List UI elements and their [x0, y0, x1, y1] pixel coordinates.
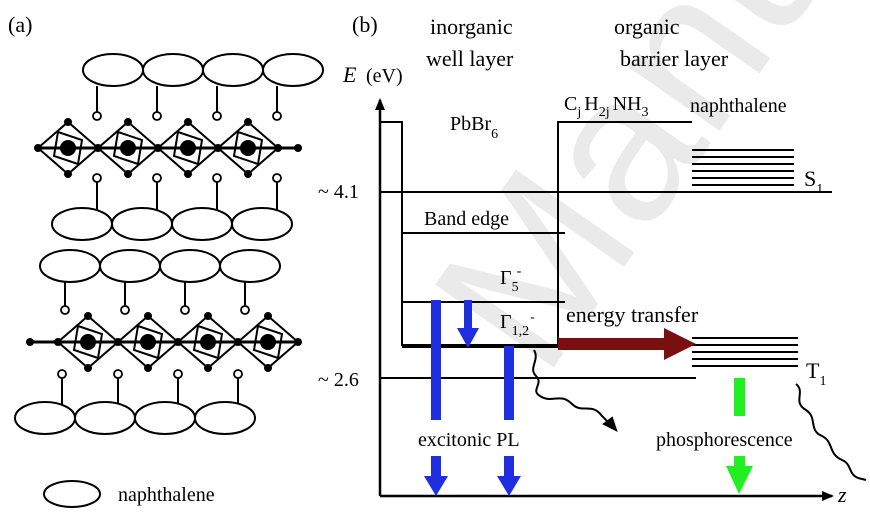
naphthalene-legend-ellipse — [43, 480, 101, 508]
naphthalene-row-bottom — [14, 369, 256, 435]
header-inorganic-line2: well layer — [426, 46, 514, 71]
barrier-top-line — [557, 121, 692, 346]
energy-transfer-arrow — [558, 328, 696, 360]
panel-a-label: (a) — [8, 12, 32, 37]
gamma5-label: Γ5- — [500, 264, 522, 295]
header-inorganic-line1: inorganic — [430, 14, 513, 39]
tick-2-6: ~ 2.6 — [318, 369, 359, 391]
phosphorescence-arrow — [726, 378, 753, 494]
pl-arrow-2-lower — [504, 456, 514, 478]
energy-axis-symbol: E — [342, 62, 357, 87]
t1-label: T1 — [806, 358, 826, 389]
naphthalene-level-label: naphthalene — [690, 95, 787, 117]
nonradiative-decay-wavy-right — [795, 383, 867, 481]
pbbr6-label: PbBr6 — [450, 113, 498, 142]
nonradiative-decay-wavy-left — [532, 349, 618, 432]
header-organic-line1: organic — [614, 14, 680, 39]
panel-b: (b) inorganic well layer organic barrier… — [318, 12, 867, 507]
naphthalene-row-top-1 — [82, 53, 324, 121]
s1-manifold — [692, 149, 794, 186]
pbbr6-octahedra-row-2 — [26, 312, 302, 372]
pl-arrow-1-head — [424, 476, 448, 496]
panel-a: (a) — [8, 12, 324, 508]
pl-arrow-2-head — [497, 476, 521, 496]
relaxation-arrow-stem — [464, 300, 472, 330]
z-axis-symbol: z — [837, 482, 847, 507]
energy-transfer-label: energy transfer — [566, 302, 699, 327]
naphthalene-row-top-2 — [51, 173, 293, 241]
panel-b-label: (b) — [352, 12, 378, 37]
header-organic-line2: barrier layer — [620, 46, 729, 71]
relaxation-arrow-head — [457, 328, 479, 348]
naphthalene-legend-label: naphthalene — [118, 484, 215, 506]
s1-label: S1 — [804, 166, 823, 197]
band-edge-label: Band edge — [424, 208, 509, 230]
phosphorescence-label: phosphorescence — [656, 429, 793, 451]
pl-arrow-1-lower — [431, 456, 441, 478]
pl-arrow-2-upper — [504, 346, 514, 420]
gamma12-label: Γ1,2- — [500, 310, 535, 339]
well-left-wall — [380, 121, 403, 346]
excitonic-pl-arrows — [424, 300, 521, 496]
t1-manifold — [692, 337, 798, 367]
pbbr6-octahedra-row-1 — [34, 118, 302, 178]
naphthalene-row-mid-1 — [39, 249, 281, 315]
pl-arrow-1-upper — [431, 300, 441, 420]
energy-axis-unit: (eV) — [366, 65, 403, 87]
tick-4-1: ~ 4.1 — [318, 181, 359, 203]
excitonic-pl-label: excitonic PL — [418, 429, 520, 451]
